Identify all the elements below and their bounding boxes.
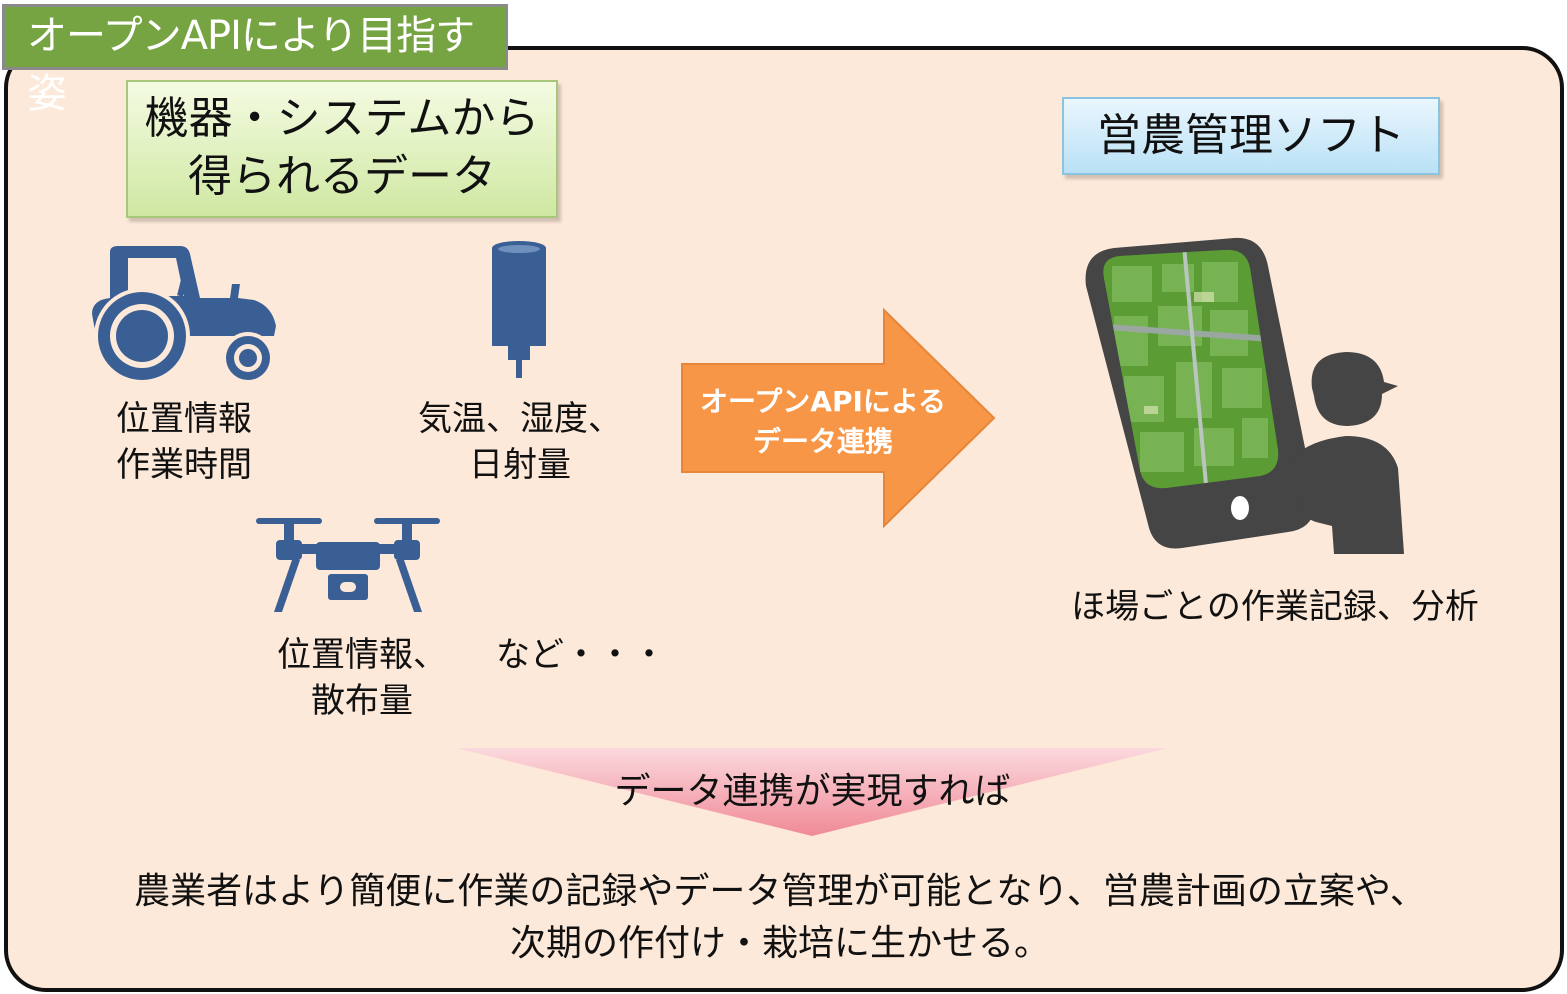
drone-label: 位置情報、 散布量	[262, 632, 462, 724]
drone-label-line2: 散布量	[311, 681, 413, 721]
source-data-box: 機器・システムから 得られるデータ	[126, 80, 558, 218]
sensor-label-line1: 気温、湿度、	[418, 399, 622, 439]
sensor-icon	[492, 241, 546, 378]
tablet-caption: ほ場ごとの作業記録、分析	[1071, 587, 1479, 627]
result-fan-label: データ連携が実現すれば	[614, 771, 1011, 812]
tractor-label-line2: 作業時間	[116, 445, 252, 485]
data-link-arrow-label: オープンAPIによる データ連携	[682, 382, 964, 462]
source-data-line2: 得られるデータ	[188, 151, 496, 202]
etc-label: など・・・	[496, 635, 666, 675]
conclusion-text: 農業者はより簡便に作業の記録やデータ管理が可能となり、営農計画の立案や、 次期の…	[60, 866, 1500, 970]
drone-label-line1: 位置情報、	[277, 635, 447, 675]
sensor-label: 気温、湿度、 日射量	[410, 396, 630, 488]
page-title: オープンAPIにより目指す姿	[2, 4, 508, 117]
arrow-label-line2: データ連携	[752, 425, 893, 458]
tractor-label-line1: 位置情報	[116, 399, 252, 439]
data-link-arrow	[681, 307, 996, 529]
sensor-label-line2: 日射量	[469, 445, 571, 485]
source-data-line1: 機器・システムから	[144, 93, 540, 144]
conclusion-line2: 次期の作付け・栽培に生かせる。	[509, 923, 1050, 964]
tractor-label: 位置情報 作業時間	[84, 396, 284, 488]
result-fan	[456, 748, 1168, 836]
tractor-icon	[92, 246, 276, 384]
tablet-user-icon	[1085, 237, 1404, 554]
conclusion-line1: 農業者はより簡便に作業の記録やデータ管理が可能となり、営農計画の立案や、	[134, 871, 1426, 912]
farm-software-box: 営農管理ソフト	[1062, 97, 1440, 175]
arrow-label-line1: オープンAPIによる	[699, 385, 947, 418]
drone-icon	[256, 518, 440, 612]
